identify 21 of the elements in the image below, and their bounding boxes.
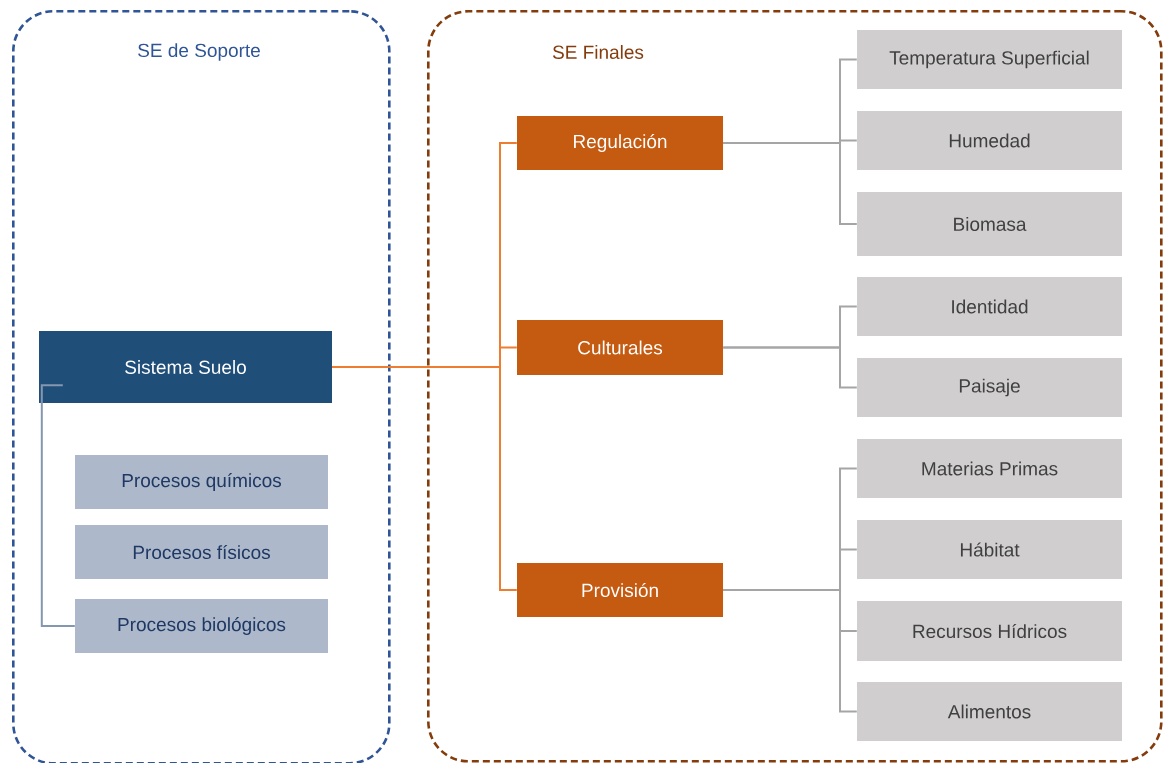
service-box: Materias Primas: [857, 439, 1122, 498]
service-box: Humedad: [857, 111, 1122, 170]
process-box: Procesos físicos: [75, 525, 328, 579]
service-box: Alimentos: [857, 682, 1122, 741]
service-box: Biomasa: [857, 192, 1122, 256]
category-box: Provisión: [517, 563, 723, 617]
category-box: Culturales: [517, 320, 723, 375]
service-box: Hábitat: [857, 520, 1122, 579]
service-box: Paisaje: [857, 358, 1122, 417]
connector-line: [331, 366, 518, 591]
category-box: Regulación: [517, 116, 723, 170]
process-box: Procesos biológicos: [75, 599, 328, 653]
connector-line: [40, 384, 76, 627]
connector-line: [722, 346, 858, 389]
service-box: Recursos Hídricos: [857, 601, 1122, 661]
service-box: Temperatura Superficial: [857, 30, 1122, 89]
root-box: Sistema Suelo: [39, 331, 332, 403]
process-box: Procesos químicos: [75, 455, 328, 509]
service-box: Identidad: [857, 277, 1122, 336]
connector-line: [722, 589, 858, 713]
connector-line: [722, 142, 858, 225]
